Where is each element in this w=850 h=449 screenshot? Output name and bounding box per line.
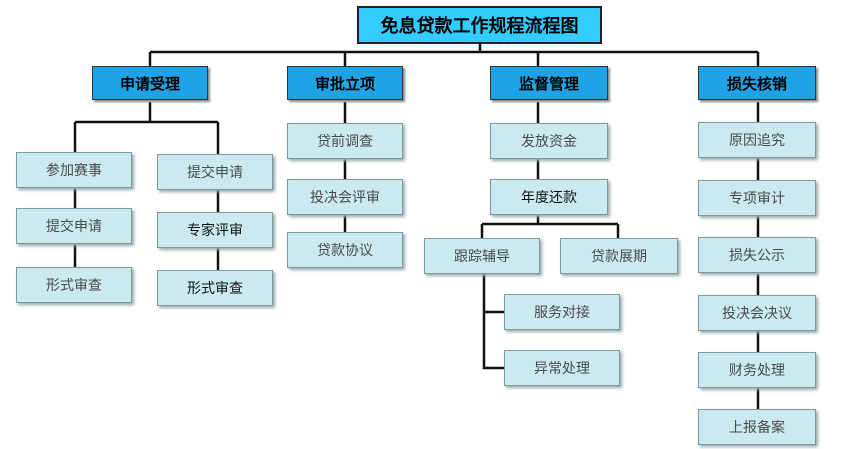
node-submit-application-a: 提交申请	[16, 208, 132, 244]
heading-application-acceptance: 申请受理	[92, 66, 208, 100]
node-tracking-guidance: 跟踪辅导	[424, 238, 540, 274]
node-cause-investigation: 原因追究	[698, 122, 816, 158]
node-loss-publication: 损失公示	[698, 237, 816, 273]
node-report-filing: 上报备案	[698, 409, 816, 445]
node-loan-agreement: 贷款协议	[287, 232, 403, 268]
node-special-audit: 专项审计	[698, 180, 816, 216]
node-submit-application-b: 提交申请	[157, 154, 273, 190]
node-loan-extension: 贷款展期	[560, 238, 678, 274]
heading-supervision: 监督管理	[490, 66, 608, 100]
node-pre-loan-investigation: 贷前调查	[287, 123, 403, 159]
node-committee-review: 投决会评审	[287, 179, 403, 215]
node-exception-handling: 异常处理	[504, 350, 620, 386]
node-join-competition: 参加赛事	[16, 152, 132, 188]
node-formal-review-a: 形式审查	[16, 267, 132, 303]
heading-loss-writeoff: 损失核销	[698, 66, 816, 100]
node-annual-repayment: 年度还款	[490, 179, 608, 215]
node-formal-review-b: 形式审查	[157, 270, 273, 306]
node-committee-resolution: 投决会决议	[698, 295, 816, 331]
node-financial-processing: 财务处理	[698, 352, 816, 388]
node-expert-review: 专家评审	[157, 212, 273, 248]
heading-approval: 审批立项	[287, 66, 403, 100]
node-service-matching: 服务对接	[504, 294, 620, 330]
flowchart-title: 免息贷款工作规程流程图	[357, 6, 602, 44]
node-fund-release: 发放资金	[490, 123, 608, 159]
